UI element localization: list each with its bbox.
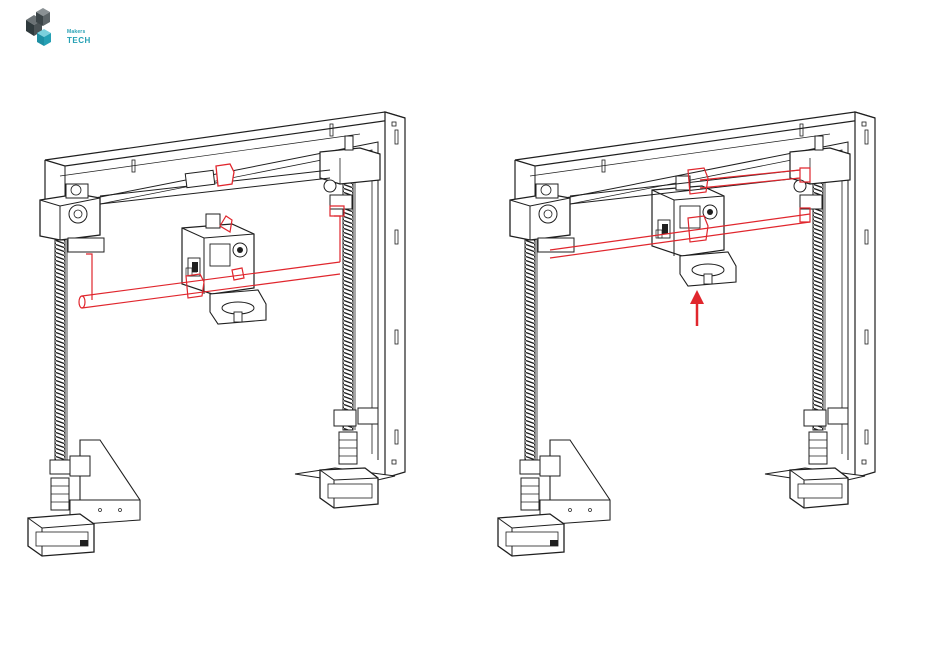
rod-clip-red [216, 164, 234, 186]
before-assembly-panel [28, 112, 405, 556]
print-head-carriage [652, 176, 736, 286]
move-up-arrow-icon [690, 290, 704, 326]
print-head-carriage [182, 214, 266, 324]
after-assembly-panel [498, 112, 875, 556]
printer-frame [28, 112, 405, 556]
